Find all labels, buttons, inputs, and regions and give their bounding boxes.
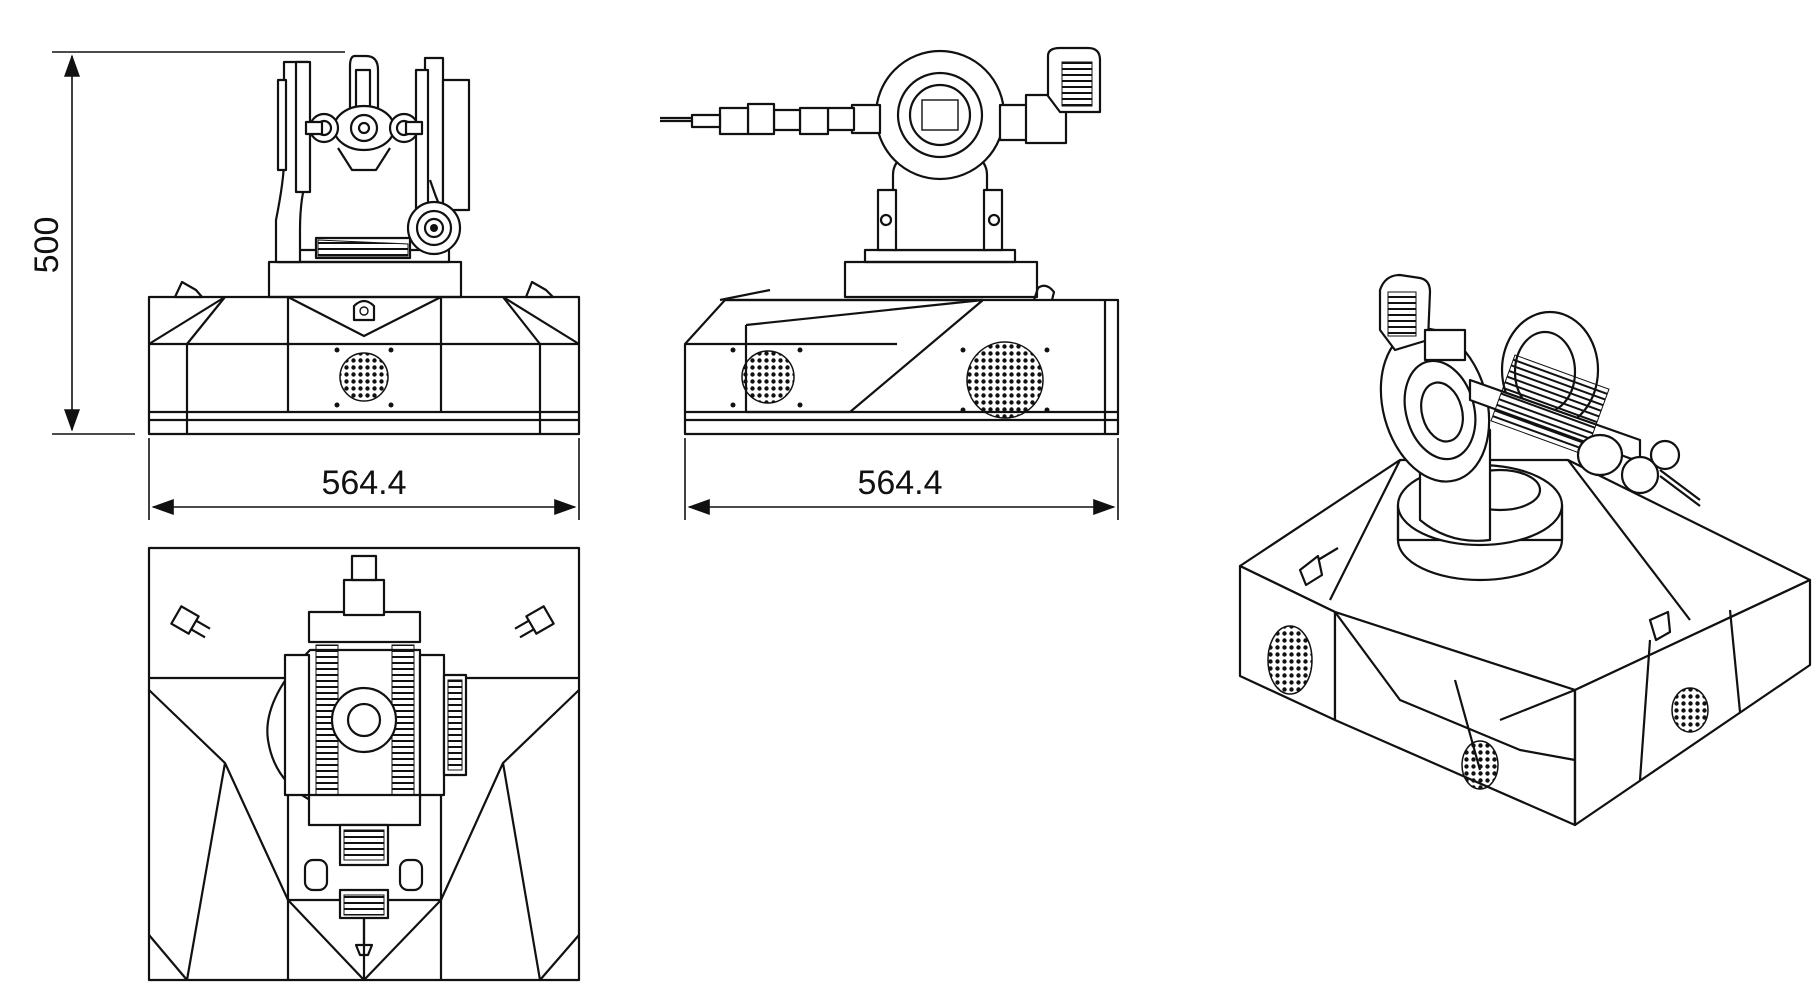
- height-dimension-label: 500: [28, 217, 66, 274]
- top-view: [147, 546, 581, 982]
- side-width-dimension: 564.4: [684, 438, 1119, 520]
- isometric-view: [1238, 273, 1812, 827]
- front-width-dimension: 564.4: [148, 438, 580, 520]
- front-width-label: 564.4: [321, 464, 406, 502]
- height-dimension: 500: [28, 51, 345, 435]
- side-view: [660, 46, 1120, 436]
- side-width-label: 564.4: [857, 464, 942, 502]
- front-view: [147, 54, 581, 436]
